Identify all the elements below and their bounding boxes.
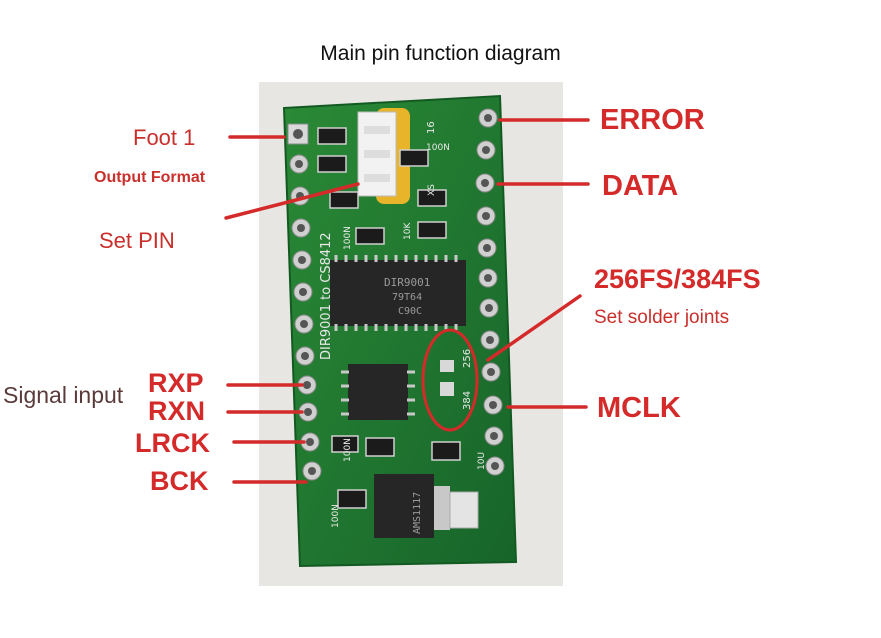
smd-components [317,127,461,509]
label-foot1: Foot 1 [133,125,196,150]
label-signal-input: Signal input [3,382,124,408]
leader-set-pin [224,182,360,220]
leader-lines [224,118,590,484]
diagram-title: Main pin function diagram [320,42,561,65]
board-silk-name: DIR9001 to CS8412 [319,232,334,360]
label-mclk: MCLK [597,392,681,424]
silk-16: 16 [426,121,437,134]
pin-hole [293,129,303,139]
main-chip: DIR9001 79T64 C90C [330,255,466,331]
label-data: DATA [602,170,679,202]
leader-fs [486,294,582,362]
chip-marking-3: C90C [398,306,422,317]
pad-label-256: 256 [462,349,473,368]
silk-100n-bot: 100N [343,438,353,462]
label-set-solder-joints: Set solder joints [594,307,730,328]
label-rxn: RXN [148,396,206,426]
label-lrck: LRCK [135,428,210,458]
label-rxp: RXP [148,368,204,398]
right-pin-column [475,108,505,476]
silk-100n-top: 100N [426,143,450,153]
label-set-pin: Set PIN [99,228,175,253]
solder-joint-highlight [421,328,479,432]
silk-100n-mid: 100N [343,226,353,250]
chip-marking-2: 79T64 [392,292,422,303]
label-bck: BCK [150,466,209,496]
regulator-marking: AMS1117 [412,492,423,534]
left-pin-column [287,123,322,481]
silk-100n-lower: 100N [331,504,341,528]
solder-pad-384 [440,382,454,396]
chip-marking-1: DIR9001 [384,276,430,289]
label-256fs-384fs: 256FS/384FS [594,264,761,294]
label-output-format: Output Format [94,169,206,186]
silk-10u: 10U [477,452,487,470]
silk-xs: XS [427,184,437,196]
voltage-regulator: AMS1117 [374,474,479,538]
solder-pad-256 [440,360,454,372]
label-error: ERROR [600,104,705,136]
pad-label-384: 384 [462,391,473,410]
secondary-chip [341,364,415,420]
silk-10k: 10K [403,222,413,240]
